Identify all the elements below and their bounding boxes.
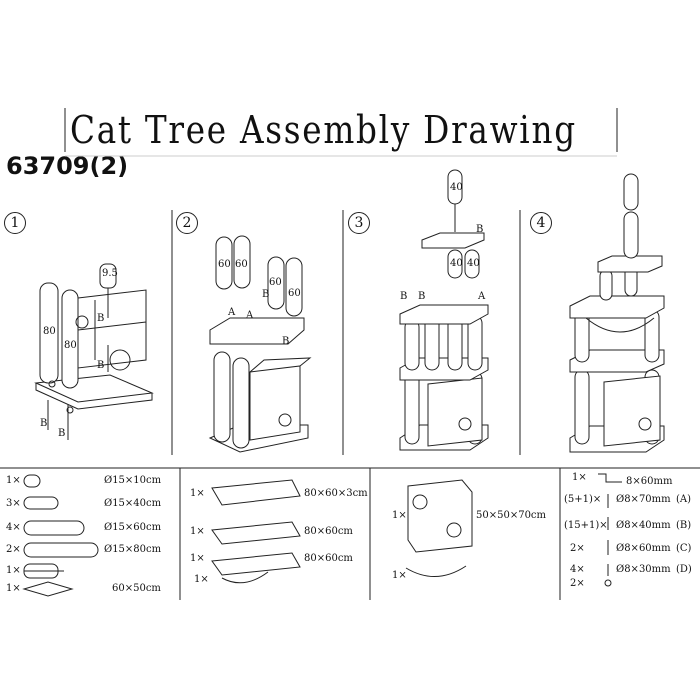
model-number: 63709(2) bbox=[6, 152, 129, 180]
screw-label-s2-b: A bbox=[245, 310, 254, 321]
screw-label-s2-c: B bbox=[262, 289, 269, 300]
hardware-code-3: (B) bbox=[676, 520, 692, 531]
tube-size-4: Ø15×80cm bbox=[104, 544, 162, 555]
tube-size-2: Ø15×40cm bbox=[104, 498, 162, 509]
board-qty-4: 1× bbox=[194, 574, 209, 585]
screw-label-s1-c: B bbox=[40, 418, 47, 429]
step-number-2: 2 bbox=[176, 212, 198, 234]
screw-label-s1-d: B bbox=[58, 428, 65, 439]
screw-label-s3-b: B bbox=[400, 291, 407, 302]
post-label-s3-a: 40 bbox=[450, 258, 463, 269]
hardware-qty-1: 1× bbox=[572, 472, 587, 483]
hardware-size-5: Ø8×30mm bbox=[616, 564, 671, 575]
step-number-4: 4 bbox=[530, 212, 552, 234]
house-parts-illustrations bbox=[405, 479, 473, 577]
screw-label-s3-a: B bbox=[476, 224, 483, 235]
post-label-s2-a: 60 bbox=[218, 259, 231, 270]
step-4-drawing bbox=[569, 173, 665, 453]
house-frame bbox=[77, 289, 147, 369]
screw-label-s3-d: A bbox=[477, 291, 486, 302]
tube-qty-1: 1× bbox=[6, 475, 21, 486]
board-qty-3: 1× bbox=[190, 553, 205, 564]
post-label-s2-c: 60 bbox=[269, 277, 282, 288]
post-80-b bbox=[61, 289, 79, 389]
diagram-title: Cat Tree Assembly Drawing bbox=[70, 108, 577, 152]
post-label-s1-a: 80 bbox=[43, 326, 56, 337]
tube-size-3: Ø15×60cm bbox=[104, 522, 162, 533]
screw-label-s3-c: B bbox=[418, 291, 425, 302]
board-size-3: 80×60cm bbox=[304, 553, 353, 564]
house-size-1: 50×50×70cm bbox=[476, 510, 547, 521]
tube-size-1: Ø15×10cm bbox=[104, 475, 162, 486]
hardware-illustrations bbox=[598, 473, 622, 587]
tube-qty-2: 3× bbox=[6, 498, 21, 509]
platform-s2 bbox=[209, 317, 305, 345]
step-1-drawing: 80 80 9.5 B B B B bbox=[34, 263, 154, 440]
post-label-s2-b: 60 bbox=[235, 259, 248, 270]
tube-qty-6: 1× bbox=[6, 583, 21, 594]
hardware-size-4: Ø8×60mm bbox=[616, 543, 671, 554]
hardware-size-2: Ø8×70mm bbox=[616, 494, 671, 505]
board-qty-2: 1× bbox=[190, 526, 205, 537]
house-s2 bbox=[249, 365, 301, 441]
tube-qty-3: 4× bbox=[6, 522, 21, 533]
hardware-size-1: 8×60mm bbox=[626, 476, 673, 487]
screw-label-s1-b: B bbox=[97, 360, 104, 371]
tube-size-6: 60×50cm bbox=[112, 583, 161, 594]
hardware-qty-2: (5+1)× bbox=[564, 494, 602, 505]
hardware-code-2: (A) bbox=[676, 494, 692, 505]
hardware-size-3: Ø8×40mm bbox=[616, 520, 671, 531]
hardware-code-4: (C) bbox=[676, 543, 692, 554]
step-number-1: 1 bbox=[4, 212, 26, 234]
screw-label-s1-a: B bbox=[97, 313, 104, 324]
post-label-s3-top: 40 bbox=[450, 182, 463, 193]
hardware-qty-5: 4× bbox=[570, 564, 585, 575]
hardware-qty-4: 2× bbox=[570, 543, 585, 554]
house-qty-1: 1× bbox=[392, 510, 407, 521]
screw-label-s2-a: A bbox=[227, 307, 236, 318]
step-2-drawing: 60 60 60 60 A A B B bbox=[208, 235, 312, 453]
tube-qty-4: 2× bbox=[6, 544, 21, 555]
post-label-s1-c: 9.5 bbox=[102, 268, 118, 279]
board-size-1: 80×60×3cm bbox=[304, 488, 368, 499]
tube-parts-illustrations bbox=[22, 474, 99, 597]
house-qty-2: 1× bbox=[392, 570, 407, 581]
step-number-3: 3 bbox=[348, 212, 370, 234]
post-label-s1-b: 80 bbox=[64, 340, 77, 351]
hardware-qty-3: (15+1)× bbox=[564, 520, 608, 531]
post-label-s2-d: 60 bbox=[288, 288, 301, 299]
board-size-2: 80×60cm bbox=[304, 526, 353, 537]
hardware-code-5: (D) bbox=[676, 564, 692, 575]
board-qty-1: 1× bbox=[190, 488, 205, 499]
hardware-qty-6: 2× bbox=[570, 578, 585, 589]
board-parts-illustrations bbox=[211, 479, 301, 584]
step-3-drawing: 40 40 40 B B B A bbox=[399, 169, 489, 451]
tube-qty-5: 1× bbox=[6, 565, 21, 576]
screw-label-s2-d: B bbox=[282, 336, 289, 347]
post-label-s3-b: 40 bbox=[467, 258, 480, 269]
